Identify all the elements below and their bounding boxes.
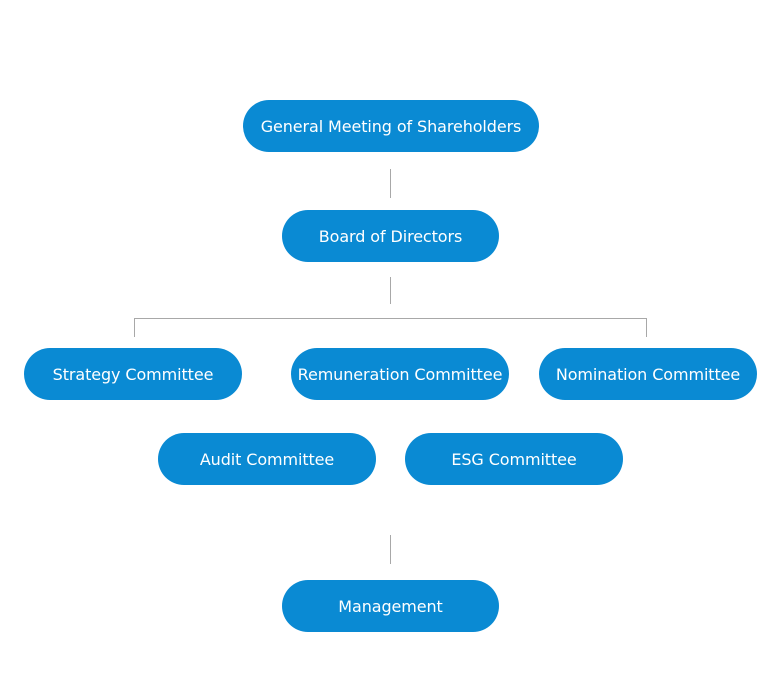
connector-to-management [390,535,391,564]
node-strategy-committee: Strategy Committee [24,348,242,400]
node-remuneration-label: Remuneration Committee [297,364,503,384]
node-esg-committee: ESG Committee [405,433,623,485]
node-esg-label: ESG Committee [451,449,577,469]
node-board-of-directors: Board of Directors [282,210,499,262]
connector-gms-board [390,169,391,198]
node-nomination-label: Nomination Committee [555,364,741,384]
node-management-label: Management [338,596,443,616]
node-remuneration-committee: Remuneration Committee [291,348,509,400]
node-general-meeting-label: General Meeting of Shareholders [260,116,522,136]
node-nomination-committee: Nomination Committee [539,348,757,400]
node-board-label: Board of Directors [318,226,463,246]
connector-board-down [390,277,391,304]
connector-committees-bracket [134,318,647,319]
node-audit-committee: Audit Committee [158,433,376,485]
node-management: Management [282,580,499,632]
connector-bracket-right-tick [646,318,647,337]
node-strategy-label: Strategy Committee [52,364,214,384]
node-audit-label: Audit Committee [199,449,335,469]
node-general-meeting: General Meeting of Shareholders [243,100,539,152]
connector-bracket-left-tick [134,318,135,337]
